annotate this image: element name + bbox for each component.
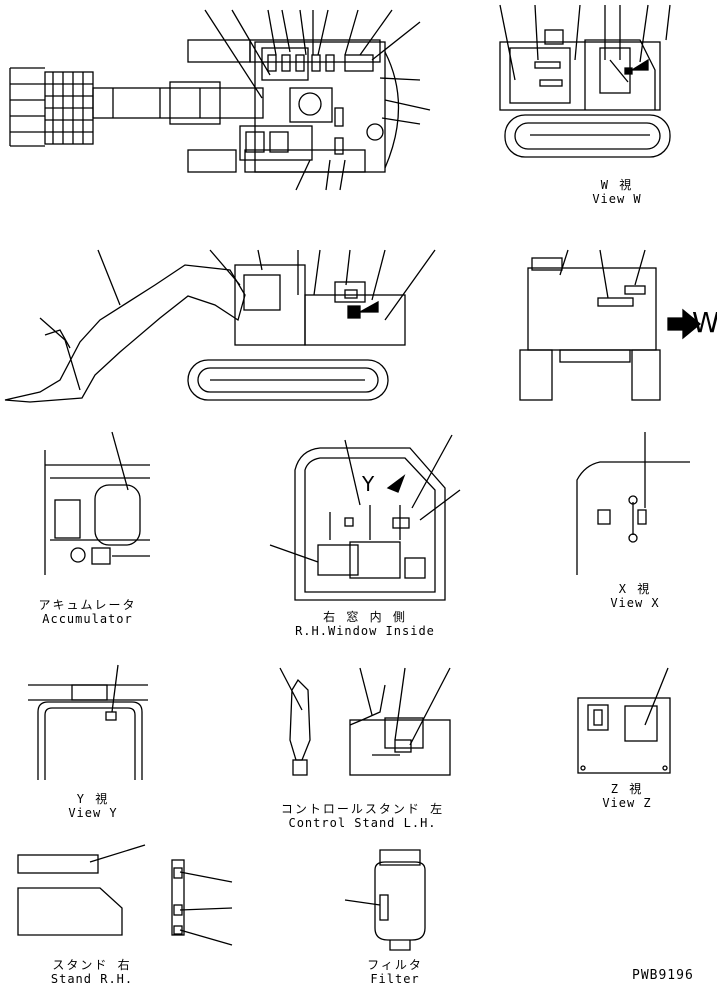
y-marker-letter: Y bbox=[362, 472, 375, 496]
label-view-x: X 視 View X bbox=[600, 582, 670, 610]
w-arrow-letter: W bbox=[692, 306, 717, 339]
label-stand-rh-en: Stand R.H. bbox=[50, 972, 134, 986]
label-view-w-en: View W bbox=[592, 192, 642, 206]
filter-diagram bbox=[344, 849, 426, 951]
label-control-stand: コントロールスタンド 左 Control Stand L.H. bbox=[280, 802, 445, 830]
label-accumulator-en: Accumulator bbox=[42, 612, 133, 626]
control-stand-diagram bbox=[279, 667, 451, 776]
view-x-diagram bbox=[576, 432, 690, 575]
side-view-w-machine bbox=[499, 4, 671, 158]
label-filter: フィルタ Filter bbox=[360, 958, 430, 986]
plan-view-excavator bbox=[9, 9, 431, 191]
view-y-diagram bbox=[28, 664, 148, 780]
label-stand-rh-jp: スタンド 右 bbox=[52, 958, 132, 972]
label-control-stand-jp: コントロールスタンド 左 bbox=[280, 802, 445, 816]
label-view-y-en: View Y bbox=[68, 806, 118, 820]
label-filter-en: Filter bbox=[370, 972, 420, 986]
label-view-z: Z 視 View Z bbox=[592, 782, 662, 810]
label-view-z-en: View Z bbox=[602, 796, 652, 810]
cab-window-diagram bbox=[269, 434, 461, 601]
label-rh-window: 右 窓 内 側 R.H.Window Inside bbox=[290, 610, 440, 638]
label-view-z-jp: Z 視 bbox=[610, 782, 644, 796]
label-rh-window-jp: 右 窓 内 側 bbox=[323, 610, 407, 624]
label-view-y: Y 視 View Y bbox=[58, 792, 128, 820]
label-stand-rh: スタンド 右 Stand R.H. bbox=[42, 958, 142, 986]
label-view-x-en: View X bbox=[610, 596, 660, 610]
label-view-w-jp: W 視 bbox=[600, 178, 634, 192]
label-control-stand-en: Control Stand L.H. bbox=[288, 816, 437, 830]
label-view-y-jp: Y 視 bbox=[76, 792, 110, 806]
side-view-machine bbox=[4, 249, 436, 403]
view-z-diagram bbox=[577, 667, 671, 774]
label-accumulator: アキュムレータ Accumulator bbox=[30, 598, 145, 626]
accumulator-diagram bbox=[44, 431, 150, 575]
stand-rh-diagram bbox=[17, 844, 233, 946]
label-accumulator-jp: アキュムレータ bbox=[38, 598, 137, 612]
rear-view-machine bbox=[519, 249, 702, 401]
label-view-x-jp: X 視 bbox=[618, 582, 652, 596]
drawing-code: PWB9196 bbox=[632, 968, 694, 983]
label-rh-window-en: R.H.Window Inside bbox=[295, 624, 435, 638]
label-view-w: W 視 View W bbox=[582, 178, 652, 206]
label-filter-jp: フィルタ bbox=[367, 958, 423, 972]
